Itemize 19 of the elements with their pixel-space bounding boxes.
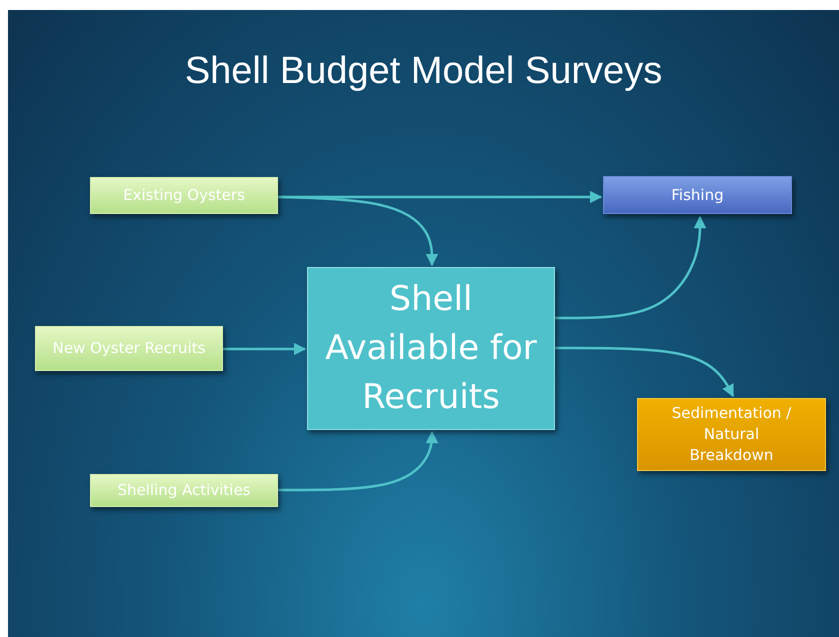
arrow	[278, 430, 438, 492]
arrow	[278, 190, 602, 204]
central-box	[307, 267, 555, 430]
node-label: Shell Available for Recruits	[324, 278, 538, 420]
source-box	[90, 474, 278, 507]
outcome-box	[603, 176, 792, 214]
arrow	[223, 342, 306, 356]
arrow	[555, 346, 734, 398]
arrow	[555, 216, 706, 320]
node-label: New Oyster Recruits	[52, 338, 206, 359]
source-box	[35, 326, 223, 371]
outcome-box	[637, 398, 826, 471]
node-label: Existing Oysters	[123, 185, 245, 206]
source-box	[90, 177, 278, 214]
node-label: Sedimentation / Natural Breakdown	[670, 403, 792, 466]
arrow	[278, 196, 438, 266]
node-label: Fishing	[671, 184, 724, 206]
node-label: Shelling Activities	[118, 480, 250, 501]
slide-title: Shell Budget Model Surveys	[184, 50, 664, 93]
